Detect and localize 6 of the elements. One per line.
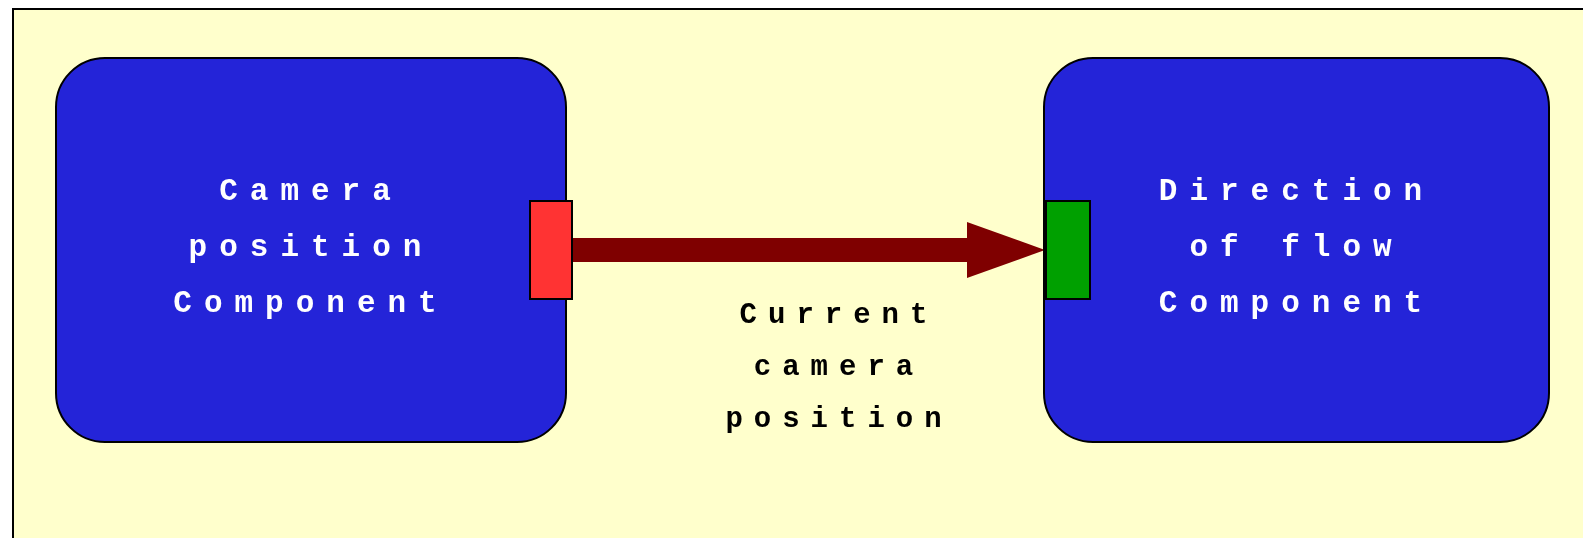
component-label: Direction of flow Component (1157, 172, 1436, 323)
port-square (529, 200, 573, 300)
port-square (1045, 200, 1091, 300)
component-box (1043, 57, 1550, 443)
component-label: Camera position Component (172, 172, 450, 323)
edge-label: Current camera position (724, 298, 954, 438)
